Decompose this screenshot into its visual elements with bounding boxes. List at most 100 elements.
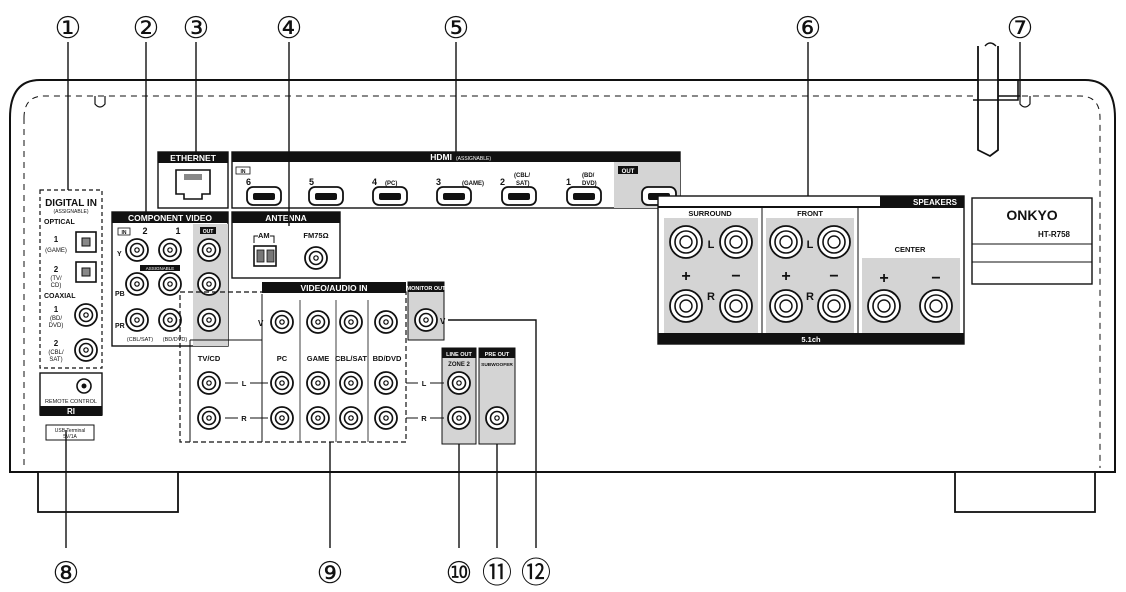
front-l-minus-terminal[interactable] — [817, 225, 851, 259]
hdmi-section: HDMI (ASSIGNABLE) IN 6 5 4 (PC) 3 (GAME)… — [231, 151, 681, 209]
brand-name: ONKYO — [1006, 207, 1057, 223]
surround-label: SURROUND — [688, 209, 732, 218]
pre-out-title: PRE OUT — [485, 352, 510, 358]
tv-cd-audio-l-jack[interactable] — [197, 371, 221, 395]
optical-1-name: (GAME) — [45, 248, 67, 254]
surround-r-plus-terminal[interactable] — [669, 289, 703, 323]
digital-in-title: DIGITAL IN — [45, 198, 97, 209]
callout-5: ⑤ — [443, 12, 470, 45]
center-minus-terminal[interactable] — [919, 289, 953, 323]
remote-control-section: REMOTE CONTROL RI USB Terminal 5V/1A — [39, 372, 103, 441]
component-out-pr-jack[interactable] — [197, 308, 221, 332]
hdmi-out-label: OUT — [622, 169, 635, 175]
usb-terminal-label: USB Terminal — [55, 428, 85, 434]
hdmi-1-name-2: DVD) — [582, 181, 597, 187]
component-1-pr-jack[interactable] — [158, 308, 182, 332]
component-2-y-jack[interactable] — [125, 238, 149, 262]
component-2-pr-jack[interactable] — [125, 308, 149, 332]
antenna-am-label: AM — [258, 231, 270, 240]
monitor-out-video-jack[interactable] — [414, 308, 438, 332]
hdmi-2-port[interactable] — [501, 186, 537, 206]
callout-12: ⑫ — [521, 557, 551, 590]
callout-11: ⑪ — [482, 557, 512, 590]
surround-r-minus-terminal[interactable] — [719, 289, 753, 323]
pc-audio-r-jack[interactable] — [270, 406, 294, 430]
optical-1-num: 1 — [54, 235, 59, 244]
callout-1: ① — [55, 12, 82, 45]
hdmi-1-port[interactable] — [566, 186, 602, 206]
component-2-pb-jack[interactable] — [125, 272, 149, 296]
hdmi-5-label: 5 — [309, 177, 314, 187]
game-audio-r-jack[interactable] — [306, 406, 330, 430]
line-out-zone2-section: LINE OUT ZONE 2 L R — [406, 347, 477, 445]
hdmi-1-name-1: (BD/ — [582, 173, 595, 179]
surround-r-label: R — [707, 291, 715, 303]
zone2-r-jack[interactable] — [447, 406, 471, 430]
tv-cd-audio-r-jack[interactable] — [197, 406, 221, 430]
hdmi-6-label: 6 — [246, 177, 251, 187]
antenna-fm-label: FM75Ω — [303, 231, 328, 240]
pre-out-subwoofer-section: PRE OUT SUBWOOFER — [478, 347, 516, 445]
ethernet-title: ETHERNET — [170, 153, 217, 163]
bd-dvd-audio-l-jack[interactable] — [374, 371, 398, 395]
subwoofer-label: SUBWOOFER — [481, 362, 513, 368]
game-audio-l-jack[interactable] — [306, 371, 330, 395]
cbl-sat-video-jack[interactable] — [339, 310, 363, 334]
subwoofer-jack[interactable] — [485, 406, 509, 430]
front-r-label: R — [806, 291, 814, 303]
video-v-label: V — [258, 319, 264, 328]
callout-10: ⑩ — [446, 557, 473, 590]
surround-l-minus-terminal[interactable] — [719, 225, 753, 259]
right-foot — [954, 471, 1096, 513]
component-1-y-jack[interactable] — [158, 238, 182, 262]
power-cord — [973, 42, 1019, 158]
ri-logo: RI — [67, 407, 75, 416]
model-number: HT-R758 — [1038, 230, 1071, 239]
bd-dvd-video-jack[interactable] — [374, 310, 398, 334]
front-r-minus-terminal[interactable] — [817, 289, 851, 323]
front-label: FRONT — [797, 209, 823, 218]
component-bd-label: (BD/DVD) — [163, 337, 188, 343]
digital-in-section: DIGITAL IN (ASSIGNABLE) OPTICAL 1 (GAME)… — [39, 189, 103, 369]
hdmi-4-label: 4 — [372, 177, 377, 187]
fm-antenna-jack[interactable] — [304, 246, 328, 270]
bd-dvd-audio-r-jack[interactable] — [374, 406, 398, 430]
monitor-out-title: MONITOR OUT — [406, 286, 446, 292]
surround-minus-label: − — [731, 268, 740, 285]
coaxial-2-jack[interactable] — [74, 338, 98, 362]
cbl-sat-audio-r-jack[interactable] — [339, 406, 363, 430]
col-bd-dvd-label: BD/DVD — [373, 354, 402, 363]
pc-audio-l-jack[interactable] — [270, 371, 294, 395]
optical-2-num: 2 — [54, 265, 59, 274]
col-tv-cd-label: TV/CD — [198, 354, 221, 363]
component-1-pb-jack[interactable] — [158, 272, 182, 296]
front-minus-label: − — [829, 268, 838, 285]
optical-label: OPTICAL — [44, 219, 75, 226]
game-video-jack[interactable] — [306, 310, 330, 334]
ethernet-section: ETHERNET — [157, 151, 229, 209]
center-plus-terminal[interactable] — [867, 289, 901, 323]
coaxial-2-num: 2 — [54, 339, 59, 348]
hdmi-3-port[interactable] — [436, 186, 472, 206]
hdmi-6-port[interactable] — [246, 186, 282, 206]
front-l-plus-terminal[interactable] — [769, 225, 803, 259]
optical-2-name-1: (TV/ — [50, 276, 62, 282]
component-out-y-jack[interactable] — [197, 238, 221, 262]
coaxial-1-name-2: DVD) — [49, 323, 64, 329]
coaxial-1-jack[interactable] — [74, 303, 98, 327]
coaxial-2-name-2: SAT) — [49, 357, 62, 363]
center-plus-label: + — [879, 270, 888, 287]
coaxial-label: COAXIAL — [44, 293, 76, 300]
zone2-l-jack[interactable] — [447, 371, 471, 395]
pc-video-jack[interactable] — [270, 310, 294, 334]
cbl-sat-audio-l-jack[interactable] — [339, 371, 363, 395]
surround-l-plus-terminal[interactable] — [669, 225, 703, 259]
surround-plus-label: + — [681, 268, 690, 285]
hdmi-4-port[interactable] — [372, 186, 408, 206]
hdmi-sub: (ASSIGNABLE) — [456, 156, 491, 162]
front-r-plus-terminal[interactable] — [769, 289, 803, 323]
component-assignable-label: ASSIGNABLE — [146, 266, 175, 271]
hdmi-5-port[interactable] — [308, 186, 344, 206]
remote-control-label: REMOTE CONTROL — [45, 399, 97, 405]
